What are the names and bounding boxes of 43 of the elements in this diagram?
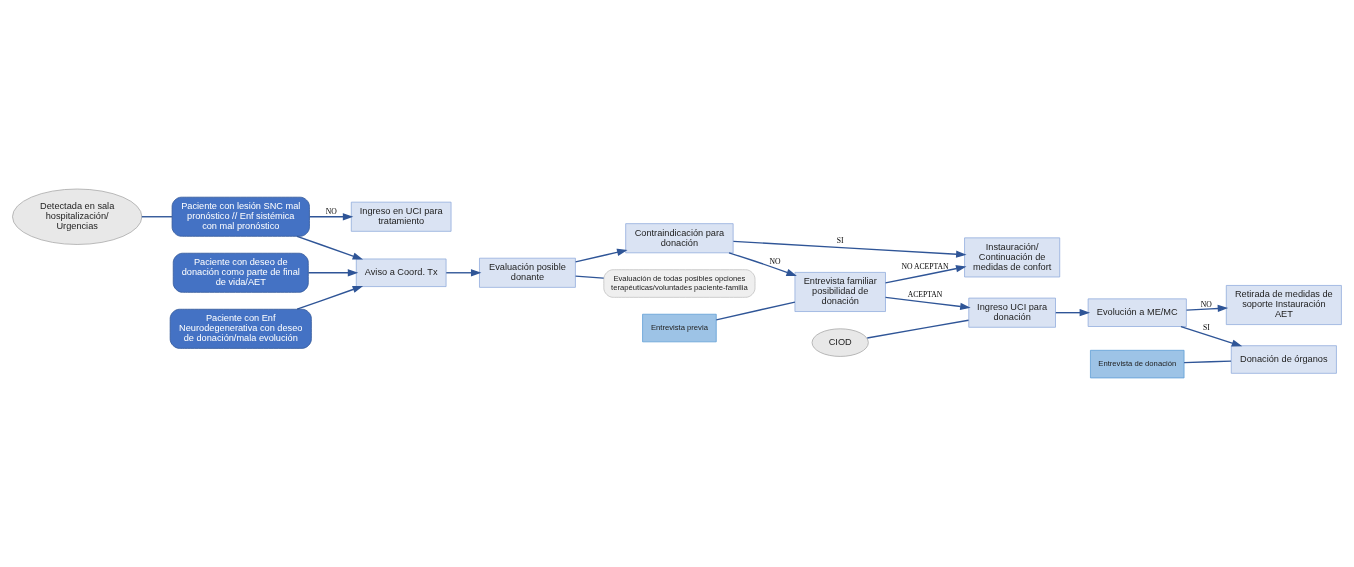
node-box: Ingreso en UCI para tratamiento	[350, 201, 452, 232]
connector	[715, 301, 796, 321]
node-box: Evolución a ME/MC	[1087, 298, 1187, 327]
arrow	[296, 285, 364, 310]
node-box: Entrevista familiar posibilidad de donación	[794, 272, 886, 312]
node-ellipse: Detectada en sala hospitalización/ Urgencias	[12, 188, 143, 245]
edge-label: NO	[325, 207, 337, 217]
connector	[1183, 360, 1232, 364]
arrow	[574, 248, 628, 263]
node-box: Paciente con lesión SNC mal pronóstico // Enf sistémica con mal pronóstico	[171, 196, 310, 237]
arrow	[445, 269, 482, 277]
arrow	[308, 213, 354, 221]
edge-label: SI	[1202, 323, 1210, 333]
arrow	[732, 240, 967, 258]
arrow	[884, 265, 967, 284]
node-box: Entrevista de donación	[1090, 349, 1185, 379]
connector	[141, 216, 173, 218]
node-ellipse: CIOD	[811, 328, 869, 357]
edge-label: ACEPTAN	[907, 289, 943, 299]
edge-label: NO	[1200, 299, 1212, 309]
node-box: Donación de órganos	[1230, 345, 1337, 374]
node-box: Instauración/ Continuación de medidas de confort	[964, 237, 1061, 278]
edge-label: NO	[769, 257, 781, 267]
node-box: Evaluación de todas posibles opciones terapéuticas/voluntades paciente-familia	[603, 269, 756, 298]
arrow	[728, 252, 797, 276]
arrow	[1185, 304, 1229, 313]
node-box: Contraindicación para donación	[625, 223, 734, 254]
edge-label: NO ACEPTAN	[901, 261, 949, 271]
arrow	[307, 269, 359, 277]
node-box: Entrevista previa	[642, 313, 717, 343]
node-box: Aviso a Coord. Tx	[355, 258, 447, 287]
node-box: Ingreso UCI para donación	[968, 297, 1056, 328]
arrow	[1055, 309, 1091, 317]
arrow	[1180, 325, 1243, 347]
node-box: Retirada de medidas de soporte Instauración AET	[1225, 285, 1342, 325]
node-box: Paciente con deseo de donación como parte de final de vida/AET	[172, 252, 309, 293]
node-box: Evaluación posible donante	[479, 257, 576, 288]
arrow	[296, 235, 364, 260]
node-box: Paciente con Enf Neurodegenerativa con deseo de donación/mala evolución	[169, 308, 312, 349]
connector	[866, 319, 970, 339]
connector	[574, 275, 605, 279]
edge-label: SI	[836, 235, 844, 245]
arrow	[884, 296, 971, 311]
